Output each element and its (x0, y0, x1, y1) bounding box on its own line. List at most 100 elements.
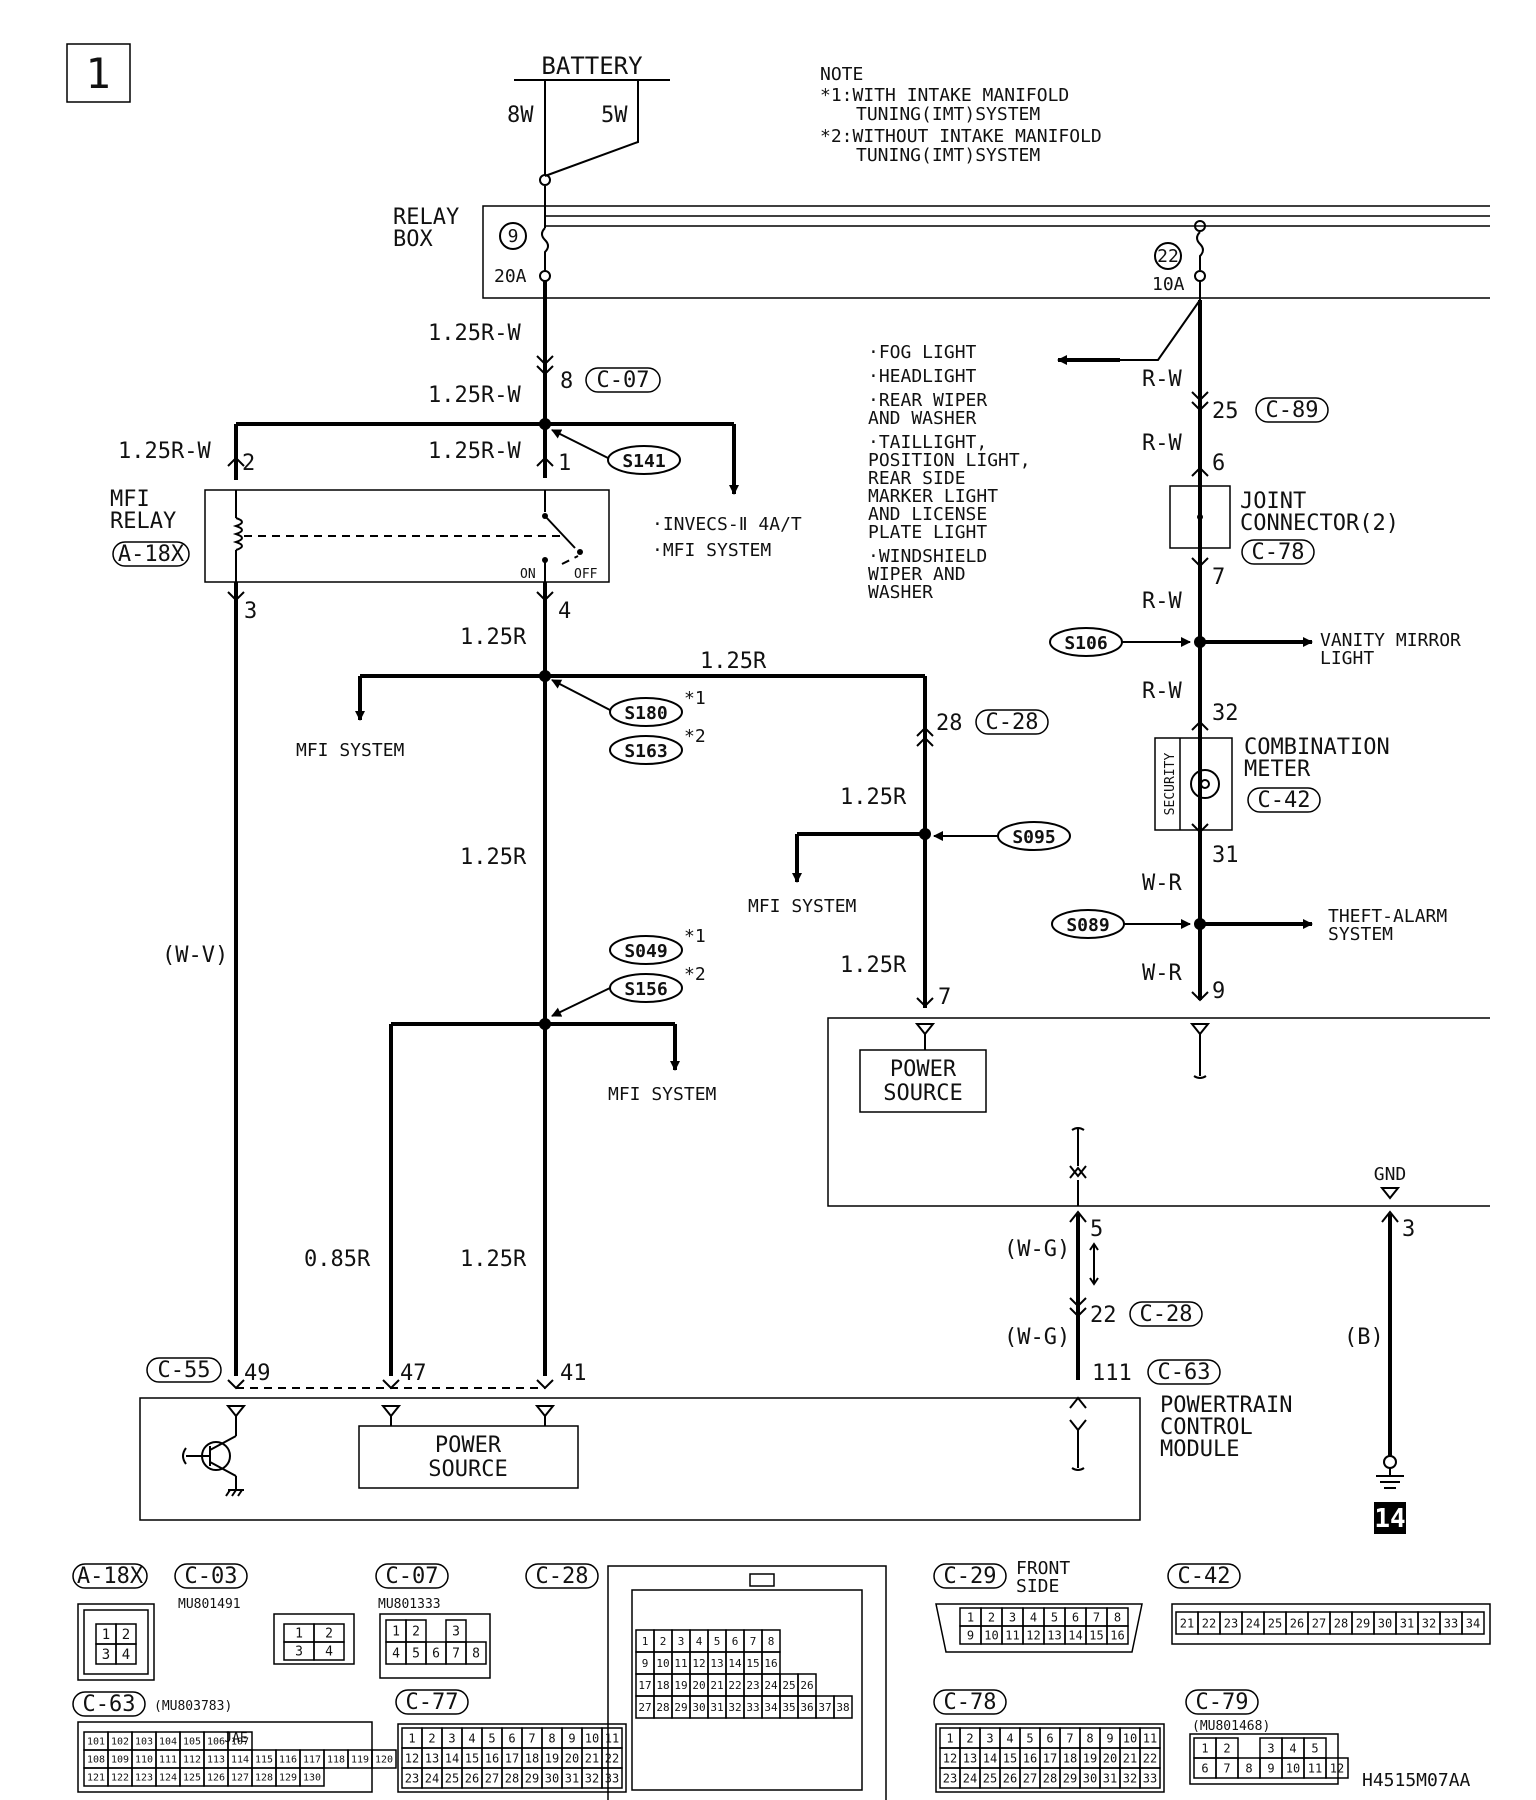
c77-pin-number: 14 (445, 1751, 459, 1765)
theft-alarm-label-2: SYSTEM (1328, 924, 1393, 945)
wire-label-wv: (W-V) (162, 943, 228, 968)
c28-pin-number: 4 (696, 1635, 703, 1648)
branch-mfi-system-1: MFI SYSTEM (296, 740, 405, 761)
diagram-code: H4515M07AA (1362, 1770, 1471, 1791)
connector-c78-label: C-78 (1252, 540, 1305, 565)
pin-111: 111 (1092, 1361, 1132, 1386)
c29-pin-number: 15 (1089, 1628, 1103, 1642)
pin-7-joint: 7 (1212, 565, 1225, 590)
c63-pin-number: 117 (303, 1755, 321, 1766)
c63-pin-number: 101 (87, 1737, 105, 1748)
c63-pin-number: 113 (207, 1755, 225, 1766)
c77-pin-number: 11 (605, 1731, 619, 1745)
c77-pin-cell (601, 1767, 623, 1789)
wire-label-125rw-1: 1.25R-W (428, 321, 521, 346)
c28-pin-number: 15 (746, 1657, 759, 1670)
pcm-power-source-1: POWER (435, 1433, 502, 1458)
battery-wire-8w: 8W (507, 103, 534, 128)
c77-pin-number: 31 (565, 1771, 579, 1785)
c28-pin-number: 3 (678, 1635, 685, 1648)
pin-22: 22 (1090, 1303, 1117, 1328)
c28-pin-number: 23 (746, 1679, 759, 1692)
c77-pin-number: 20 (565, 1751, 579, 1765)
c78-pin-number: 17 (1043, 1751, 1057, 1765)
bottom-c79: C-79 (1196, 1690, 1249, 1715)
c79-pin-cell (1325, 1757, 1349, 1779)
c63-pin-number: 112 (183, 1755, 201, 1766)
c63-pin-number: 128 (255, 1773, 273, 1784)
wire-label-125rw-4: 1.25R-W (428, 439, 521, 464)
c63-pin-number: 119 (351, 1755, 369, 1766)
c77-pin-number: 3 (448, 1731, 455, 1745)
wire-label-wg-2: (W-G) (1004, 1325, 1070, 1350)
c79-pin-number: 7 (1223, 1761, 1230, 1775)
c28-pin-number: 7 (750, 1635, 757, 1648)
c28-pin-number: 32 (728, 1701, 741, 1714)
c07-pin-number: 5 (412, 1647, 420, 1662)
c77-pin-number: 6 (508, 1731, 515, 1745)
wire-label-085r: 0.85R (304, 1247, 371, 1272)
c77-pin-number: 28 (505, 1771, 519, 1785)
wire-label-rw-1: R-W (1142, 367, 1182, 392)
c28-pin-number: 24 (764, 1679, 778, 1692)
splice-s141: S141 (622, 451, 665, 472)
load-list-7: MARKER LIGHT (868, 486, 998, 507)
c77-pin-number: 13 (425, 1751, 439, 1765)
note-2a: *2:WITHOUT INTAKE MANIFOLD (820, 126, 1102, 147)
c78-pin-number: 19 (1083, 1751, 1097, 1765)
c79-pin-number: 9 (1267, 1761, 1274, 1775)
branch-mfi-system-2: MFI SYSTEM (748, 896, 857, 917)
c77-pin-number: 16 (485, 1751, 499, 1765)
gnd-label: GND (1374, 1164, 1407, 1185)
pin-25: 25 (1212, 399, 1239, 424)
c78-pin-number: 2 (966, 1731, 973, 1745)
c42-pin-number: 33 (1444, 1616, 1458, 1630)
c63-pin-number: 105 (183, 1737, 201, 1748)
connector-c28-label-1: C-28 (986, 710, 1039, 735)
bottom-c77: C-77 (406, 1690, 459, 1715)
c78-pin-cell (1139, 1767, 1161, 1789)
bottom-a18x: A-18X (77, 1564, 144, 1589)
c63-pin-number: 104 (159, 1737, 177, 1748)
c79-pin-number: 12 (1330, 1761, 1344, 1775)
bottom-c63-part: (MU803783) (154, 1699, 232, 1714)
c03-pin-number: 2 (325, 1627, 333, 1642)
c42-pin-number: 29 (1356, 1616, 1370, 1630)
wire-label-125r-4: 1.25R (840, 785, 907, 810)
c28-pin-number: 11 (674, 1657, 687, 1670)
c63-pin-number: 126 (207, 1773, 225, 1784)
c63-pin-number: 106 (207, 1737, 225, 1748)
bottom-c42: C-42 (1178, 1564, 1231, 1589)
note-1b: TUNING(IMT)SYSTEM (856, 104, 1040, 125)
splice-s049: S049 (624, 941, 667, 962)
bottom-c28: C-28 (536, 1564, 589, 1589)
connector-a18x-label: A-18X (118, 542, 185, 567)
bottom-c79-part: (MU801468) (1192, 1719, 1270, 1734)
wire-label-rw-4: R-W (1142, 679, 1182, 704)
wire-label-wr-1: W-R (1142, 871, 1182, 896)
c28-pin-cell (833, 1695, 853, 1719)
pin-32: 32 (1212, 701, 1239, 726)
note-title: NOTE (820, 64, 863, 85)
relay-box-label-1: RELAY (393, 205, 459, 230)
pcm-label-2: CONTROL (1160, 1415, 1253, 1440)
load-list-12: WASHER (868, 582, 933, 603)
joint-connector-box (1169, 485, 1231, 549)
c77-pin-number: 21 (585, 1751, 599, 1765)
c42-pin-number: 32 (1422, 1616, 1436, 1630)
c79-pin-number: 10 (1286, 1761, 1300, 1775)
c28-pin-number: 25 (782, 1679, 795, 1692)
c79-pin-number: 8 (1245, 1761, 1252, 1775)
c28-pin-number: 20 (692, 1679, 705, 1692)
c79-pin-number: 5 (1311, 1741, 1318, 1755)
c77-pin-number: 30 (545, 1771, 559, 1785)
c28-pin-number: 38 (836, 1701, 849, 1714)
relay-off-label: OFF (574, 567, 598, 582)
c77-pin-number: 26 (465, 1771, 479, 1785)
